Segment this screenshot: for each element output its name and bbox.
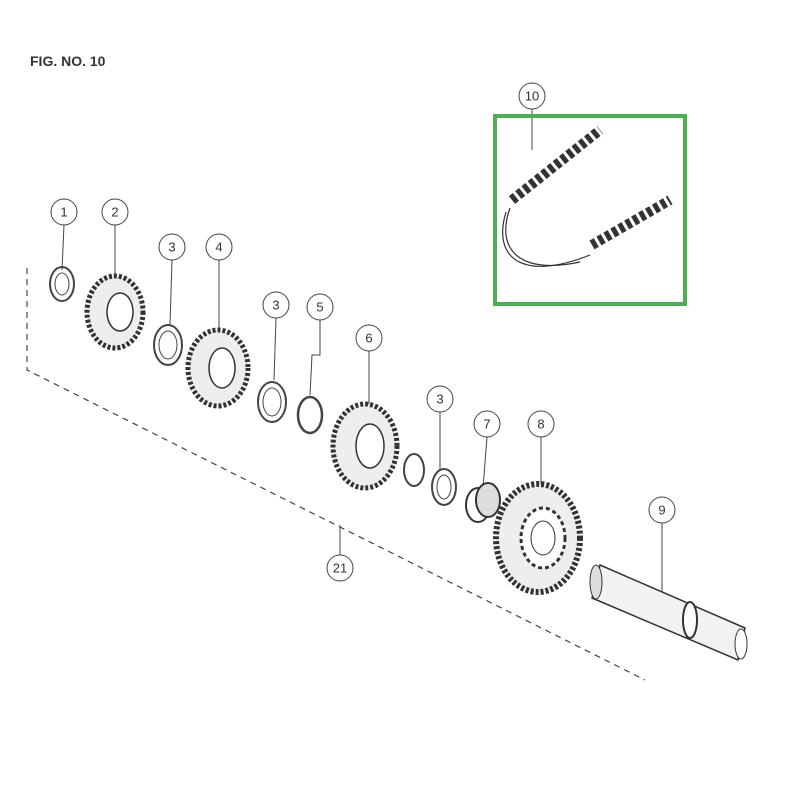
part-washer-3c xyxy=(431,468,457,506)
callout-8[interactable]: 8 xyxy=(527,410,555,438)
part-bushing-7 xyxy=(465,482,501,523)
part-gear-4 xyxy=(185,327,251,409)
part-gear-8 xyxy=(493,481,583,595)
callout-1[interactable]: 1 xyxy=(50,198,78,226)
highlight-box xyxy=(493,114,687,306)
part-washer-3b xyxy=(257,381,287,423)
part-washer-3a xyxy=(153,324,183,366)
callout-label: 5 xyxy=(316,300,323,315)
part-chain-10 xyxy=(502,126,673,267)
callout-label: 8 xyxy=(537,417,544,432)
figure-title: FIG. NO. 10 xyxy=(30,53,106,69)
callout-label: 21 xyxy=(333,561,347,576)
callout-2[interactable]: 2 xyxy=(101,198,129,226)
assembly-bracket xyxy=(26,268,646,681)
callout-label: 7 xyxy=(483,417,490,432)
callout-21[interactable]: 21 xyxy=(326,554,354,582)
callout-3b[interactable]: 3 xyxy=(262,291,290,319)
part-washer-1 xyxy=(49,266,75,302)
callout-10[interactable]: 10 xyxy=(518,82,546,110)
part-gear-2 xyxy=(84,273,146,351)
callout-label: 2 xyxy=(111,205,118,220)
part-snapring-5 xyxy=(296,395,324,435)
callout-label: 9 xyxy=(658,503,665,518)
callout-label: 10 xyxy=(525,89,539,104)
part-shaft-9 xyxy=(589,563,748,662)
callout-3c[interactable]: 3 xyxy=(426,385,454,413)
callout-6[interactable]: 6 xyxy=(355,324,383,352)
callout-4[interactable]: 4 xyxy=(205,233,233,261)
callout-label: 4 xyxy=(215,240,222,255)
part-snapring xyxy=(403,453,425,487)
callout-9[interactable]: 9 xyxy=(648,496,676,524)
part-gear-6 xyxy=(330,401,400,491)
callout-label: 6 xyxy=(365,331,372,346)
callout-7[interactable]: 7 xyxy=(473,410,501,438)
callout-label: 3 xyxy=(272,298,279,313)
callout-3a[interactable]: 3 xyxy=(158,233,186,261)
leader-lines xyxy=(61,109,663,600)
callout-label: 1 xyxy=(60,205,67,220)
callout-label: 3 xyxy=(168,240,175,255)
callout-5[interactable]: 5 xyxy=(306,293,334,321)
callout-label: 3 xyxy=(436,392,443,407)
